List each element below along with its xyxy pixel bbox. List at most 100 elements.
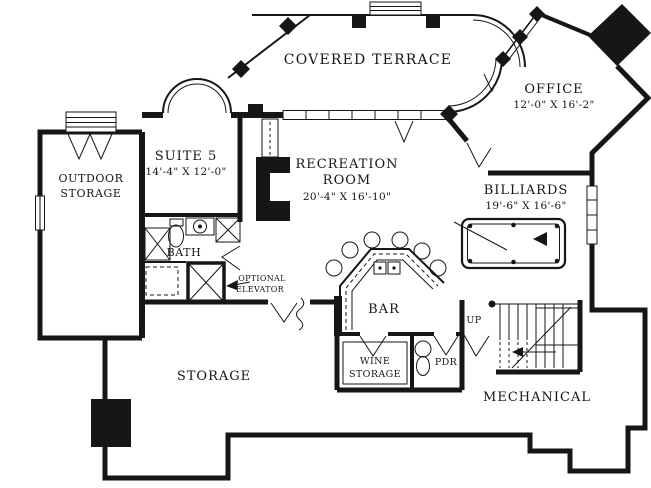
stair-landing <box>535 307 579 346</box>
door-swing <box>270 302 298 323</box>
room-label-wine-2: STORAGE <box>349 369 401 380</box>
room-label-covered-terrace: COVERED TERRACE <box>284 52 452 68</box>
wine-storage: WINE STORAGE <box>334 300 462 393</box>
door-swing <box>462 332 490 357</box>
recreation-room: RECREATION ROOM 20'-4" X 16'-10" <box>231 57 503 203</box>
note-optional: OPTIONAL <box>238 274 286 283</box>
window <box>282 110 449 120</box>
mechanical: MECHANICAL <box>483 390 591 405</box>
column <box>426 15 440 28</box>
note-arrow-head <box>226 280 238 290</box>
bar-stool <box>391 231 409 249</box>
room-label-bar: BAR <box>368 302 400 317</box>
column <box>495 51 511 67</box>
suite-5: SUITE 5 14'-4" X 12'-0" <box>142 78 243 222</box>
pocket <box>511 259 516 265</box>
door-swing <box>466 142 492 169</box>
column <box>279 17 297 35</box>
covered-terrace: COVERED TERRACE <box>227 1 526 79</box>
curved-wall-inner <box>447 57 497 107</box>
storage: STORAGE <box>91 297 337 447</box>
room-label-recreation-2: ROOM <box>323 173 371 188</box>
vanity-sink-drain <box>198 224 202 229</box>
powder-room: PDR <box>412 332 462 376</box>
room-label-bath: BATH <box>167 246 202 259</box>
bar-stool <box>341 241 359 259</box>
perimeter-walls <box>37 64 651 481</box>
wall-break-symbol <box>296 297 305 331</box>
column <box>352 15 366 28</box>
door-swing <box>433 335 459 356</box>
pocket <box>467 223 473 229</box>
door-swing <box>221 245 241 271</box>
pocket <box>511 222 516 228</box>
bar-counter-dash <box>345 253 439 330</box>
closet-x <box>215 217 241 243</box>
wall <box>334 300 462 393</box>
room-label-outdoor-2: STORAGE <box>60 187 121 200</box>
stairs: UP <box>459 300 583 390</box>
room-label-office: OFFICE <box>524 82 583 97</box>
cue-stick <box>453 221 508 251</box>
stair-break-line <box>511 306 572 369</box>
closet <box>215 217 241 243</box>
firebox <box>270 173 290 201</box>
wine-shelving <box>342 341 408 385</box>
curved-wall <box>447 57 503 113</box>
pocket <box>467 258 473 264</box>
terrace-curved-edge <box>472 14 526 68</box>
billiard-table <box>460 217 567 270</box>
stair-arrow-head <box>512 347 523 357</box>
wall <box>459 300 583 390</box>
bar-counter-outer <box>339 248 445 330</box>
room-dims-billiards: 19'-6" X 16'-6" <box>485 200 566 212</box>
bar-sink-drain <box>392 266 396 270</box>
bar-sink-drain <box>378 266 382 270</box>
pocket <box>554 258 560 264</box>
office: OFFICE 12'-0" X 16'-2" <box>483 4 651 111</box>
door-swing <box>67 133 91 161</box>
room-label-suite5: SUITE 5 <box>155 149 218 164</box>
room-dims-office: 12'-0" X 16'-2" <box>513 99 594 111</box>
wall <box>446 116 469 143</box>
wall <box>337 332 414 390</box>
room-label-mechanical: MECHANICAL <box>483 390 591 405</box>
closet-dashed <box>145 266 179 296</box>
outdoor-storage: OUTDOOR STORAGE <box>35 111 124 231</box>
toilet <box>416 356 430 376</box>
door-swing <box>394 120 414 144</box>
room-dims-recreation: 20'-4" X 16'-10" <box>303 191 391 203</box>
vanity-sink <box>193 219 207 234</box>
wall <box>536 11 591 37</box>
bath: BATH <box>142 213 241 296</box>
bar: BAR <box>325 231 447 336</box>
bar-stool <box>429 259 447 277</box>
toilet-tank <box>414 340 432 358</box>
column <box>512 29 528 45</box>
pier <box>91 399 131 447</box>
column <box>440 105 458 123</box>
column <box>248 104 263 116</box>
elevator-x <box>187 262 225 303</box>
chimney <box>588 4 651 66</box>
billiards: BILLIARDS 19'-6" X 16'-6" <box>453 170 598 270</box>
optional-elevator: OPTIONAL ELEVATOR <box>186 261 286 304</box>
note-elevator: ELEVATOR <box>236 285 285 294</box>
door-swing <box>359 335 387 357</box>
terrace-curved-edge-inner <box>472 19 521 68</box>
door-swing <box>89 133 113 161</box>
room-dims-suite5: 14'-4" X 12'-0" <box>145 166 226 178</box>
closet-x <box>144 227 171 261</box>
vanity <box>185 217 215 236</box>
bar-stool <box>413 242 431 260</box>
pocket <box>554 223 560 229</box>
room-label-recreation-1: RECREATION <box>295 157 398 172</box>
terrace-steps <box>369 1 422 16</box>
column <box>232 60 250 78</box>
pedestal-sink <box>168 224 184 248</box>
room-label-storage: STORAGE <box>177 369 251 384</box>
room-label-outdoor-1: OUTDOOR <box>59 172 124 185</box>
arched-opening <box>162 78 232 114</box>
bar-stool <box>363 231 381 249</box>
